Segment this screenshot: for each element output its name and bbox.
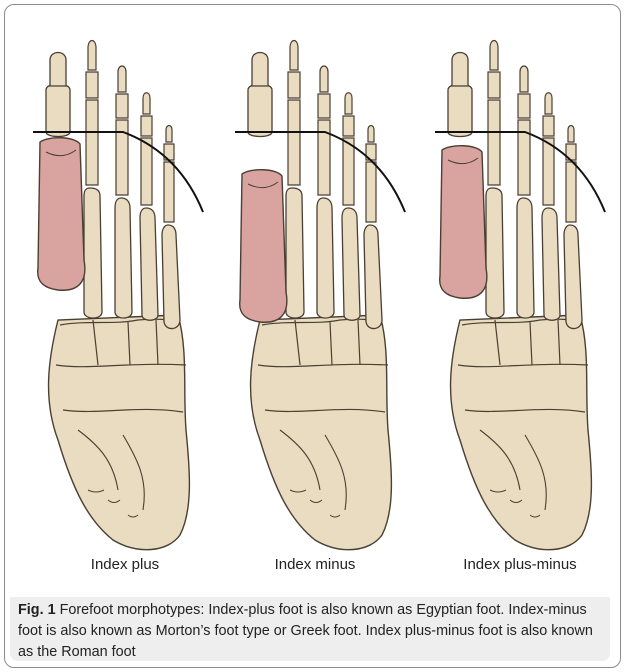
caption-tag: Fig. 1 bbox=[18, 602, 56, 618]
foot-diagram bbox=[0, 0, 627, 600]
caption-text: Forefoot morphotypes: Index-plus foot is… bbox=[18, 602, 593, 660]
caption-box: Fig. 1 Forefoot morphotypes: Index-plus … bbox=[10, 597, 610, 661]
label-index-minus: Index minus bbox=[225, 556, 405, 573]
label-index-plus: Index plus bbox=[35, 556, 215, 573]
foot-index-minus bbox=[235, 41, 405, 550]
foot-index-plus-minus bbox=[435, 41, 605, 550]
figure-caption: Fig. 1 Forefoot morphotypes: Index-plus … bbox=[18, 600, 602, 663]
label-index-plus-minus: Index plus-minus bbox=[430, 556, 610, 573]
foot-index-plus bbox=[33, 41, 203, 550]
